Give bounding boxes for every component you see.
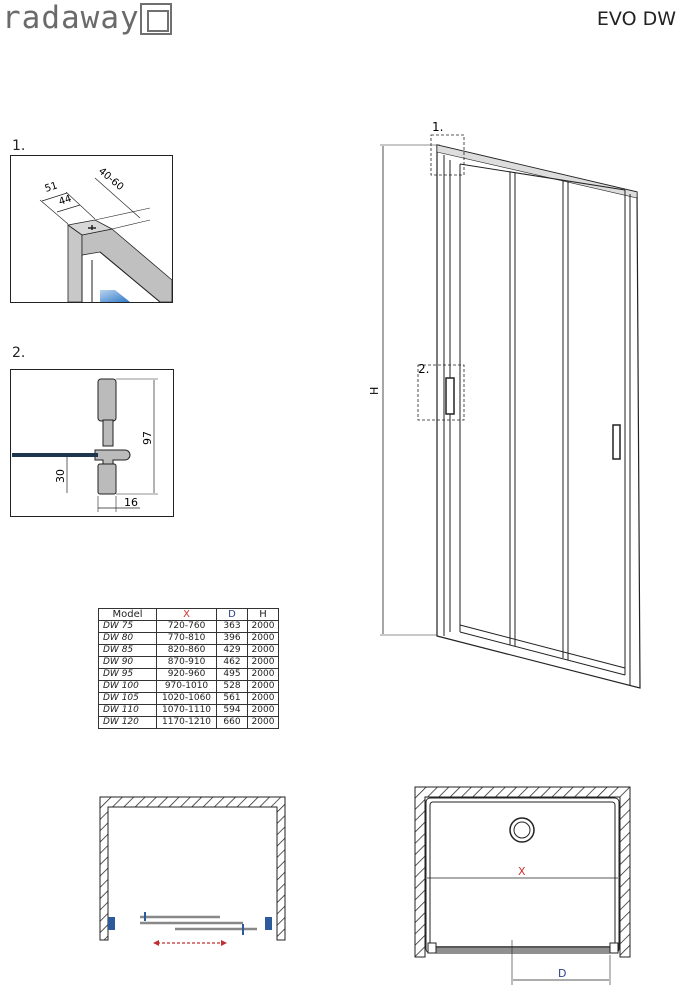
door-elevation-drawing: H 1. 2.	[368, 120, 641, 689]
table-cell-d: 495	[216, 668, 248, 681]
dim-30: 30	[54, 469, 67, 483]
table-cell-h: 2000	[247, 692, 279, 705]
table-cell-model: DW 85	[98, 644, 157, 657]
header-h: H	[247, 608, 279, 621]
detail-1-label: 1.	[12, 138, 26, 154]
table-cell-d: 594	[216, 704, 248, 717]
table-cell-model: DW 90	[98, 656, 157, 669]
table-cell-h: 2000	[247, 716, 279, 729]
table-cell-d: 660	[216, 716, 248, 729]
table-cell-h: 2000	[247, 704, 279, 717]
table-cell-model: DW 105	[98, 692, 157, 705]
table-cell-model: DW 120	[98, 716, 157, 729]
table-cell-h: 2000	[247, 644, 279, 657]
dim-16: 16	[124, 496, 138, 509]
table-cell-model: DW 100	[98, 680, 157, 693]
table-cell-h: 2000	[247, 656, 279, 669]
table-cell-model: DW 80	[98, 632, 157, 645]
brand-logo-square-icon	[140, 3, 172, 35]
header-d: D	[216, 608, 248, 621]
height-label: H	[368, 387, 381, 395]
detail-2-drawing: 97 30 16	[10, 369, 174, 517]
dim-97: 97	[141, 431, 154, 445]
table-cell-h: 2000	[247, 620, 279, 633]
table-cell-x: 1070-1110	[156, 704, 217, 717]
table-cell-d: 528	[216, 680, 248, 693]
table-cell-x: 970-1010	[156, 680, 217, 693]
table-cell-x: 720-760	[156, 620, 217, 633]
table-cell-x: 820-860	[156, 644, 217, 657]
table-cell-h: 2000	[247, 680, 279, 693]
table-cell-d: 561	[216, 692, 248, 705]
table-cell-model: DW 95	[98, 668, 157, 681]
header-model: Model	[98, 608, 157, 621]
top-plan-drawing: X D	[414, 786, 631, 985]
table-cell-d: 363	[216, 620, 248, 633]
table-cell-x: 770-810	[156, 632, 217, 645]
table-header-row: Model X D H	[98, 608, 279, 621]
table-cell-d: 396	[216, 632, 248, 645]
table-cell-x: 920-960	[156, 668, 217, 681]
width-x-label: X	[518, 865, 526, 878]
brand-logo: radaway	[2, 0, 140, 36]
table-cell-x: 1170-1210	[156, 716, 217, 729]
model-title: EVO DW	[596, 8, 676, 30]
header-x: X	[156, 608, 217, 621]
dim-44: 44	[58, 193, 74, 207]
table-cell-h: 2000	[247, 632, 279, 645]
table-cell-d: 429	[216, 644, 248, 657]
table-cell-model: DW 75	[98, 620, 157, 633]
detail-1-drawing: 51 44 40-60	[10, 155, 173, 303]
table-cell-x: 870-910	[156, 656, 217, 669]
detail-2-label: 2.	[12, 345, 26, 361]
table-cell-d: 462	[216, 656, 248, 669]
dim-51: 51	[44, 180, 60, 194]
table-cell-model: DW 110	[98, 704, 157, 717]
table-cell-h: 2000	[247, 668, 279, 681]
table-cell-x: 1020-1060	[156, 692, 217, 705]
depth-d-label: D	[558, 967, 566, 980]
callout-1: 1.	[432, 120, 443, 134]
callout-2: 2.	[418, 362, 429, 376]
sliding-plan-drawing	[99, 796, 286, 946]
